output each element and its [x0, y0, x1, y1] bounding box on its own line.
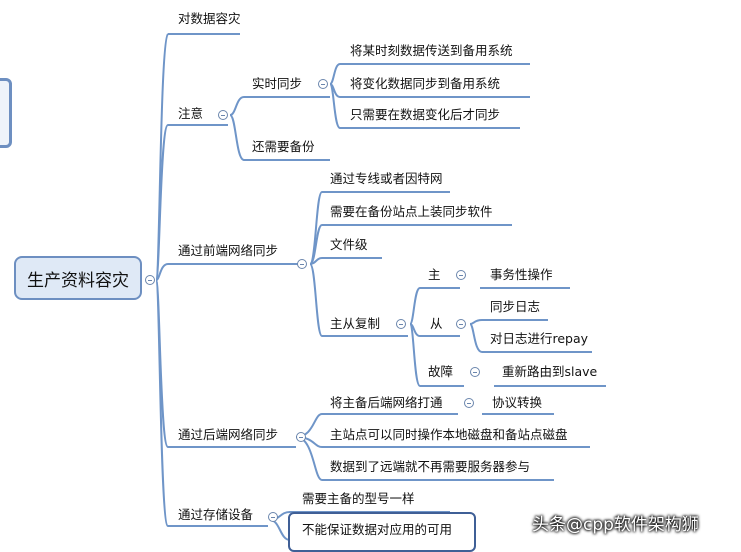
node-reroute[interactable]: 重新路由到slave: [502, 364, 598, 379]
collapse-icon[interactable]: [297, 259, 307, 269]
collapse-icon[interactable]: [296, 432, 306, 442]
node-fe-item3[interactable]: 文件级: [330, 237, 368, 252]
collapse-icon[interactable]: [318, 79, 328, 89]
collapse-icon[interactable]: [456, 270, 466, 280]
selected-node-box[interactable]: [288, 512, 476, 552]
node-underline: [340, 96, 530, 98]
node-underline: [420, 287, 460, 289]
node-underline: [322, 479, 554, 481]
node-storage[interactable]: 通过存储设备: [178, 507, 254, 522]
node-st-item2[interactable]: 不能保证数据对应用的可用: [302, 522, 453, 537]
node-underline: [482, 351, 592, 353]
node-be-item2[interactable]: 主站点可以同时操作本地磁盘和备站点磁盘: [330, 427, 568, 442]
node-underline: [494, 385, 606, 387]
node-underline: [482, 319, 548, 321]
offscreen-node: [0, 78, 12, 148]
node-master[interactable]: 主: [428, 267, 441, 282]
node-need-backup[interactable]: 还需要备份: [252, 139, 315, 154]
node-frontend-sync[interactable]: 通过前端网络同步: [178, 243, 279, 258]
node-st-item1[interactable]: 需要主备的型号一样: [302, 491, 415, 506]
node-dr-data[interactable]: 对数据容灾: [178, 11, 241, 26]
node-underline: [322, 257, 382, 259]
node-underline: [482, 413, 554, 415]
node-backend-sync[interactable]: 通过后端网络同步: [178, 427, 279, 442]
collapse-icon[interactable]: [268, 512, 278, 522]
node-underline: [168, 33, 240, 35]
collapse-icon[interactable]: [218, 110, 228, 120]
collapse-icon[interactable]: [396, 319, 406, 329]
node-underline: [420, 335, 460, 337]
node-sync-log[interactable]: 同步日志: [490, 299, 541, 314]
node-be-item3[interactable]: 数据到了远端就不再需要服务器参与: [330, 459, 531, 474]
collapse-icon[interactable]: [470, 367, 480, 377]
node-underline: [322, 224, 512, 226]
node-realtime-sync[interactable]: 实时同步: [252, 76, 303, 91]
node-underline: [340, 127, 520, 129]
node-rt-item2[interactable]: 将变化数据同步到备用系统: [350, 76, 501, 91]
collapse-icon[interactable]: [464, 398, 474, 408]
node-underline: [322, 191, 450, 193]
node-underline: [322, 335, 408, 337]
node-underline: [168, 525, 268, 527]
node-underline: [168, 263, 298, 265]
node-master-slave[interactable]: 主从复制: [330, 316, 381, 331]
node-underline: [168, 124, 228, 126]
node-be-item1[interactable]: 将主备后端网络打通: [330, 395, 443, 410]
node-replay-log[interactable]: 对日志进行repay: [490, 331, 589, 346]
node-protocol[interactable]: 协议转换: [492, 395, 543, 410]
node-underline: [244, 159, 330, 161]
node-underline: [322, 413, 458, 415]
node-underline: [420, 385, 464, 387]
node-rt-item3[interactable]: 只需要在数据变化后才同步: [350, 107, 501, 122]
node-transaction[interactable]: 事务性操作: [490, 267, 553, 282]
node-rt-item1[interactable]: 将某时刻数据传送到备用系统: [350, 43, 513, 58]
node-fe-item2[interactable]: 需要在备份站点上装同步软件: [330, 204, 493, 219]
node-attention[interactable]: 注意: [178, 106, 204, 121]
node-fe-item1[interactable]: 通过专线或者因特网: [330, 171, 443, 186]
collapse-icon[interactable]: [456, 319, 466, 329]
node-failure[interactable]: 故障: [428, 364, 454, 379]
node-underline: [168, 446, 296, 448]
root-node[interactable]: 生产资料容灾: [14, 256, 142, 300]
node-underline: [480, 287, 570, 289]
node-underline: [340, 63, 530, 65]
watermark: 头条@cpp软件架构狮: [532, 515, 699, 535]
node-underline: [244, 96, 330, 98]
root-label: 生产资料容灾: [27, 270, 129, 291]
node-underline: [322, 446, 590, 448]
collapse-icon[interactable]: [145, 275, 155, 285]
node-slave[interactable]: 从: [430, 316, 443, 331]
